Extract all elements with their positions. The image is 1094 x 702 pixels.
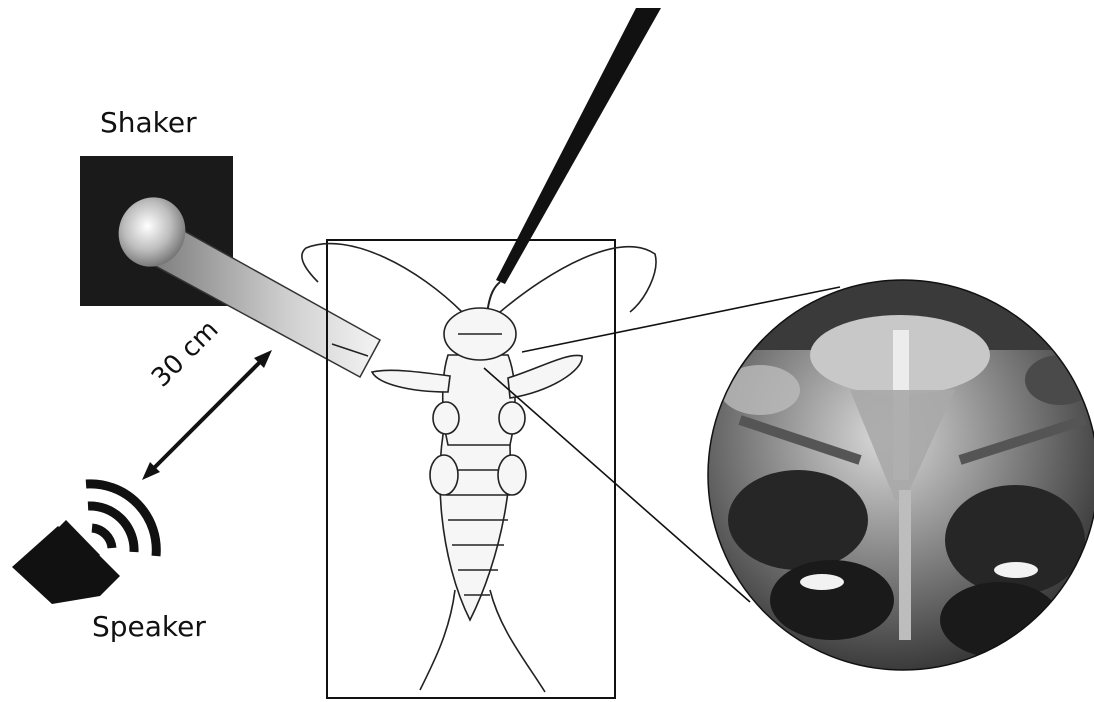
insect-drawing <box>302 244 656 692</box>
speaker-label: Speaker <box>92 610 206 643</box>
sound-waves-icon <box>86 484 156 556</box>
electrode <box>496 8 661 284</box>
shaker-label: Shaker <box>100 106 197 139</box>
magnified-micrograph <box>700 280 1094 670</box>
